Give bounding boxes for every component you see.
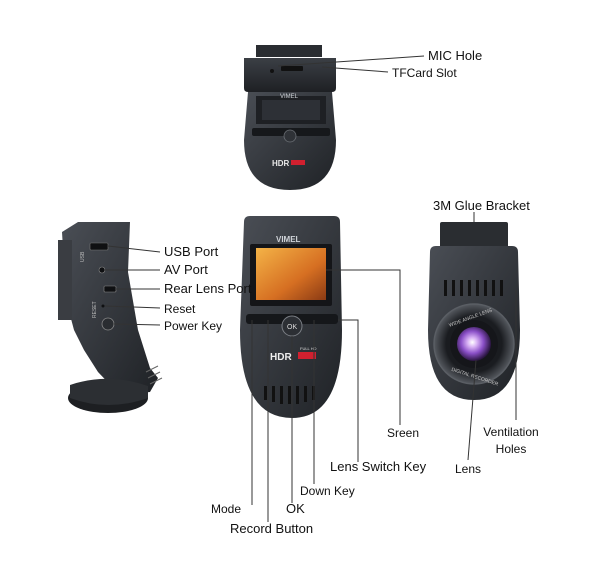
leader-power (113, 323, 161, 326)
label-tfcard-slot: TFCard Slot (392, 66, 457, 80)
label-ventilation: Ventilation Holes (476, 425, 546, 456)
side-body (62, 222, 158, 395)
label-record-button: Record Button (230, 521, 314, 536)
label-rear-lens-port: Rear Lens Port (164, 281, 252, 296)
leader-lens-switch (338, 319, 359, 462)
top-screen (262, 100, 320, 120)
label-av-port: AV Port (164, 262, 208, 277)
reset-hole-shape (101, 304, 105, 308)
front-hdr-sub: FULL HD (300, 346, 317, 351)
leader-mic-hole (277, 55, 425, 67)
tfcard-slot-shape (281, 66, 303, 71)
usb-port-shape (89, 242, 109, 251)
label-mode: Mode (211, 502, 242, 516)
top-brand-text: VIMEL (280, 94, 299, 100)
front-hdr-text: HDR (270, 352, 292, 363)
leader-usb (107, 245, 161, 253)
label-lens-switch-key: Lens Switch Key (330, 459, 427, 474)
label-lens: Lens (455, 462, 482, 476)
label-ok: OK (286, 501, 305, 516)
front-brand-text: VIMEL (276, 235, 301, 244)
side-vent-1 (145, 365, 159, 373)
top-view-camera: VIMEL HDR (244, 45, 336, 190)
label-mic-hole: MIC Hole (428, 48, 483, 63)
side-reset-text: RESET (92, 301, 98, 318)
label-screen: Sreen (387, 426, 420, 440)
leader-lines (104, 55, 517, 522)
rear-vent-slots (444, 280, 503, 296)
side-back-edge (58, 240, 72, 320)
label-reset: Reset (164, 302, 196, 316)
top-body (244, 58, 336, 92)
top-hdr-text: HDR (272, 159, 290, 168)
rear-lens-port-shape (103, 285, 117, 293)
side-vent-2 (147, 371, 161, 379)
label-ventilation-line2: Holes (495, 442, 527, 456)
top-hdr-badge (291, 160, 305, 165)
side-usb-text: USB (80, 251, 86, 262)
label-down-key: Down Key (300, 484, 355, 498)
side-vent-3 (149, 377, 163, 385)
front-view-camera: VIMEL OK HDR FULL HD (240, 216, 342, 418)
side-view-camera: USB RESET (58, 222, 163, 413)
leader-screen (326, 269, 401, 425)
mic-hole-dot (270, 69, 274, 73)
glue-bracket-shape (440, 222, 508, 250)
side-mount-disc (70, 378, 148, 405)
label-usb-port: USB Port (164, 244, 219, 259)
av-port-shape (98, 266, 106, 274)
label-ventilation-line1: Ventilation (483, 425, 539, 439)
leader-lens (467, 359, 477, 461)
top-ok-button (283, 129, 297, 143)
power-key-shape (101, 317, 115, 331)
label-glue-bracket: 3M Glue Bracket (433, 198, 530, 213)
front-screen (256, 248, 326, 300)
leader-reset (104, 305, 161, 309)
leader-tfcard (321, 66, 389, 73)
front-hdr-badge (298, 352, 316, 359)
label-power-key: Power Key (164, 319, 223, 333)
front-ok-text: OK (287, 324, 297, 331)
lens-glass (457, 327, 491, 361)
mount-tab (256, 45, 322, 57)
rear-view-camera: WIDE ANGLE LENS DIGITAL RECORDER (428, 222, 520, 400)
